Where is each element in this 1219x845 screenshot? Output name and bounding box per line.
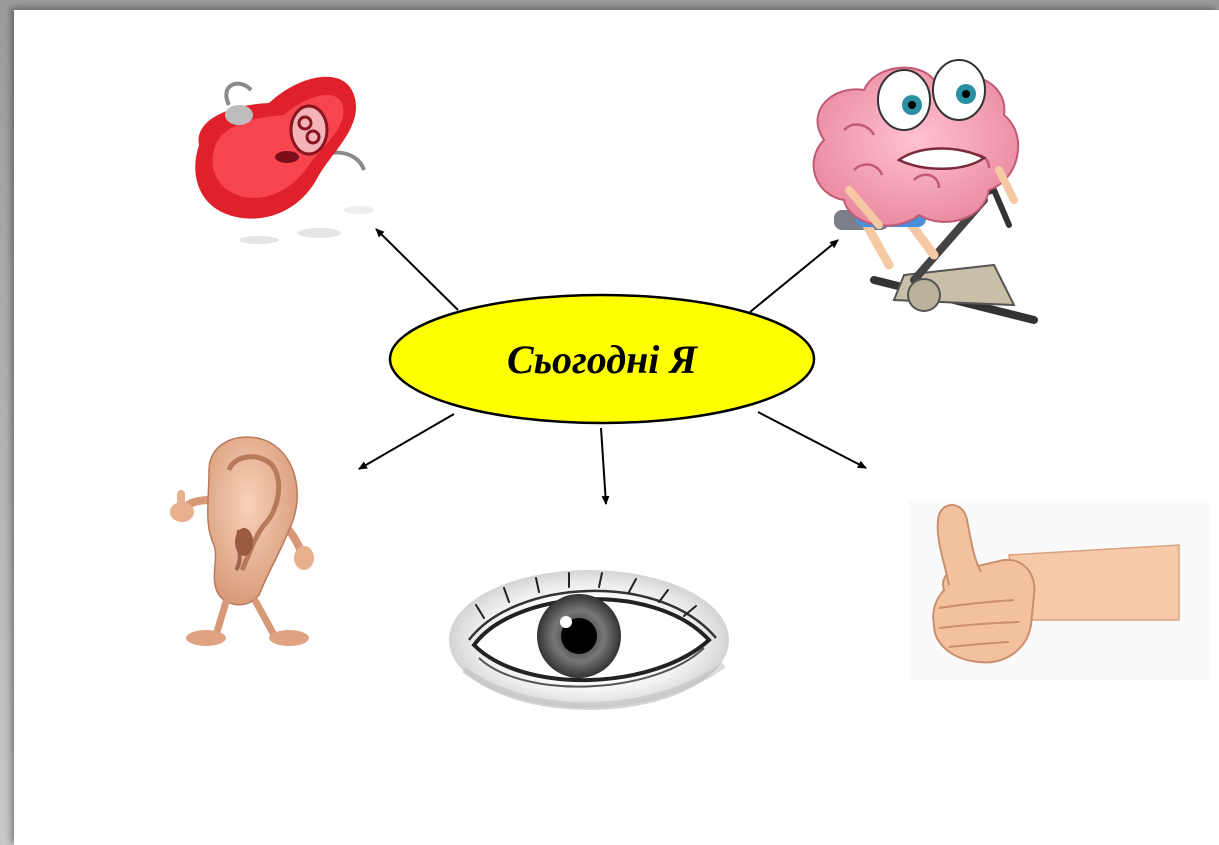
arrow-to-blood-cell	[376, 229, 458, 310]
eye-icon	[449, 570, 729, 710]
brain-on-exercise-bike-icon	[814, 60, 1034, 320]
thumbs-up-hand-icon	[909, 500, 1209, 680]
ear-character-icon	[170, 437, 314, 646]
center-label: Сьогодні Я	[507, 337, 698, 382]
slide: Сьогодні Я	[14, 10, 1219, 845]
arrow-to-ear	[359, 414, 454, 469]
arrow-to-brain	[750, 240, 838, 312]
arrow-to-eye	[601, 428, 606, 504]
center-node: Сьогодні Я	[390, 295, 814, 423]
arrow-to-hand	[758, 412, 866, 468]
red-blood-cell-character-icon	[195, 77, 374, 244]
mind-map-diagram: Сьогодні Я	[14, 10, 1219, 845]
